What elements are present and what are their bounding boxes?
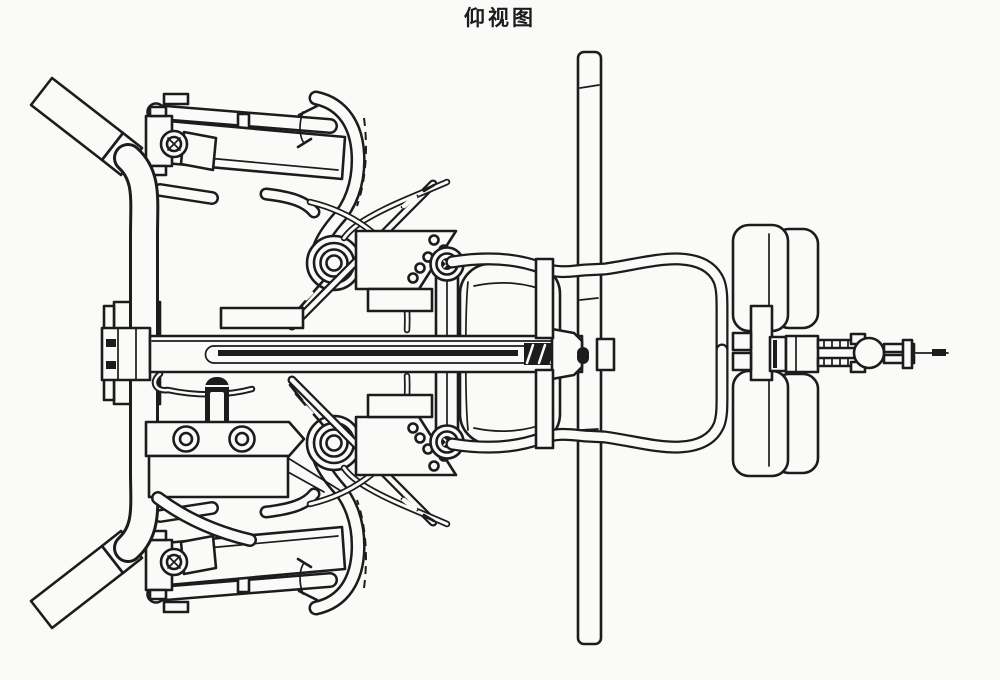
rear-wheel-bottom	[731, 369, 820, 478]
drawing-title: 仰视图	[464, 5, 536, 30]
shaft-end-cap	[595, 337, 616, 372]
tow-hitch	[816, 332, 949, 374]
adjustment-hole	[407, 272, 419, 284]
rear-frame-tube	[445, 252, 729, 363]
mount-block	[147, 454, 290, 499]
clevis-finger	[882, 353, 916, 365]
inner-rod	[218, 350, 518, 356]
adjustment-hole	[414, 262, 426, 274]
pivot-plate	[354, 229, 465, 313]
rear-wheel-top	[731, 223, 820, 333]
hitch-rod-tip	[932, 349, 946, 356]
seat-strap	[534, 257, 555, 450]
motor-mount-assembly	[144, 370, 342, 547]
arm-tab	[162, 92, 190, 106]
adjustment-hole	[428, 234, 440, 246]
clevis-finger	[882, 342, 916, 354]
rod-tip	[577, 347, 589, 364]
steering-head	[100, 326, 152, 382]
axle-hub	[731, 304, 820, 382]
mount-plate	[144, 420, 306, 458]
swing-arm-assembly	[144, 92, 347, 219]
step-plate	[219, 306, 305, 330]
central-shaft	[148, 327, 616, 381]
upper-half-assembly	[29, 76, 729, 363]
hitch-ball	[852, 336, 886, 370]
brake-cable	[340, 178, 451, 242]
